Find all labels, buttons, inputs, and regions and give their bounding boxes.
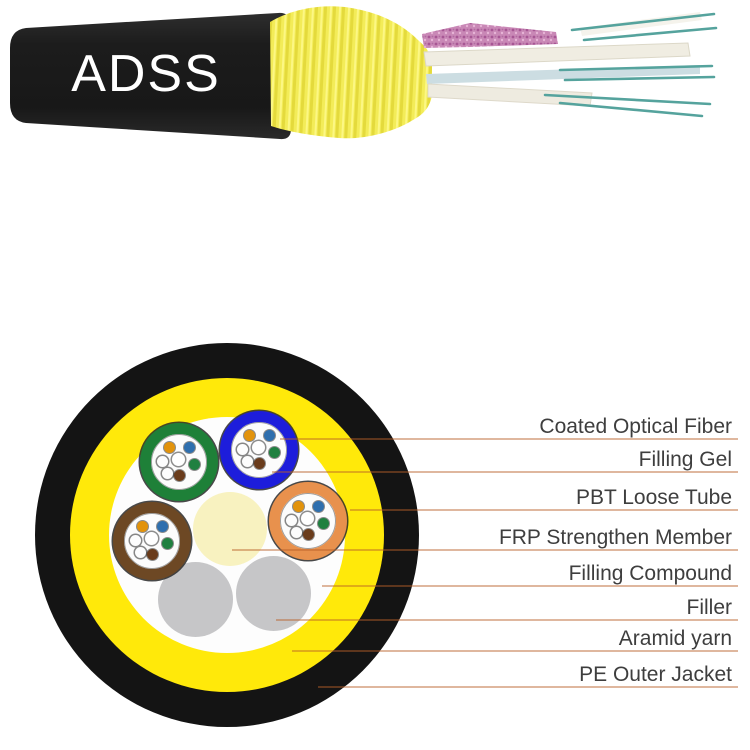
label-coated-optical-fiber: Coated Optical Fiber [539, 415, 732, 438]
fiber-brown [174, 470, 185, 481]
fiber-orange [164, 442, 175, 453]
fiber-center [145, 532, 158, 545]
label-filling-compound: Filling Compound [568, 562, 732, 585]
label-aramid-yarn: Aramid yarn [618, 627, 732, 650]
fiber-white [130, 535, 141, 546]
label-frp-strengthen-member: FRP Strengthen Member [498, 526, 732, 549]
fiber-white [286, 515, 297, 526]
loose-tube-blue [220, 411, 298, 489]
fiber-orange [293, 501, 304, 512]
fiber-white [157, 456, 168, 467]
leader-line-filling-compound [322, 585, 738, 587]
fiber-center [252, 441, 265, 454]
leader-line-aramid-yarn [292, 650, 738, 652]
label-filler: Filler [686, 596, 733, 619]
fiber-orange [244, 430, 255, 441]
fiber-center [172, 453, 185, 466]
label-filling-gel: Filling Gel [638, 448, 732, 471]
loose-tube-green [140, 423, 218, 501]
fiber-white [237, 444, 248, 455]
bare-fibers-photo [543, 12, 718, 118]
leader-line-frp-strengthen-member [232, 549, 738, 551]
label-pe-outer-jacket: PE Outer Jacket [579, 663, 732, 686]
frp-strengthen-member [193, 492, 267, 566]
leader-line-pe-outer-jacket [318, 686, 738, 688]
jacket-print-label: ADSS [71, 45, 221, 103]
fiber-green [318, 518, 329, 529]
fiber-blue [184, 442, 195, 453]
loose-tube-photo-1 [423, 42, 691, 67]
fiber-brown [303, 529, 314, 540]
loose-tube-brown [113, 502, 191, 580]
loose-tube-orange [269, 482, 347, 560]
fiber-green [162, 538, 173, 549]
ripcord-fuzz-photo [422, 23, 558, 48]
filler-rod [236, 556, 311, 631]
fiber-center [301, 512, 314, 525]
fiber-blue [264, 430, 275, 441]
fiber-orange [137, 521, 148, 532]
leader-line-pbt-loose-tube [350, 509, 738, 511]
loose-tube-photo-top-right [580, 12, 702, 36]
fiber-gray [162, 468, 173, 479]
fiber-blue [157, 521, 168, 532]
fiber-brown [254, 458, 265, 469]
leader-line-coated-optical-fiber [280, 438, 738, 440]
fiber-blue [313, 501, 324, 512]
label-pbt-loose-tube: PBT Loose Tube [575, 486, 732, 509]
cable-photo: ADSS [10, 6, 718, 140]
loose-tube-photo-2 [426, 65, 700, 84]
fiber-brown [147, 549, 158, 560]
fiber-gray [242, 456, 253, 467]
leader-line-filler [276, 619, 738, 621]
fiber-gray [135, 547, 146, 558]
leader-line-filling-gel [272, 471, 738, 473]
fiber-green [269, 447, 280, 458]
fiber-green [189, 459, 200, 470]
jacket-photo [10, 12, 291, 140]
aramid-yarn-photo [270, 6, 432, 139]
fiber-gray [291, 527, 302, 538]
